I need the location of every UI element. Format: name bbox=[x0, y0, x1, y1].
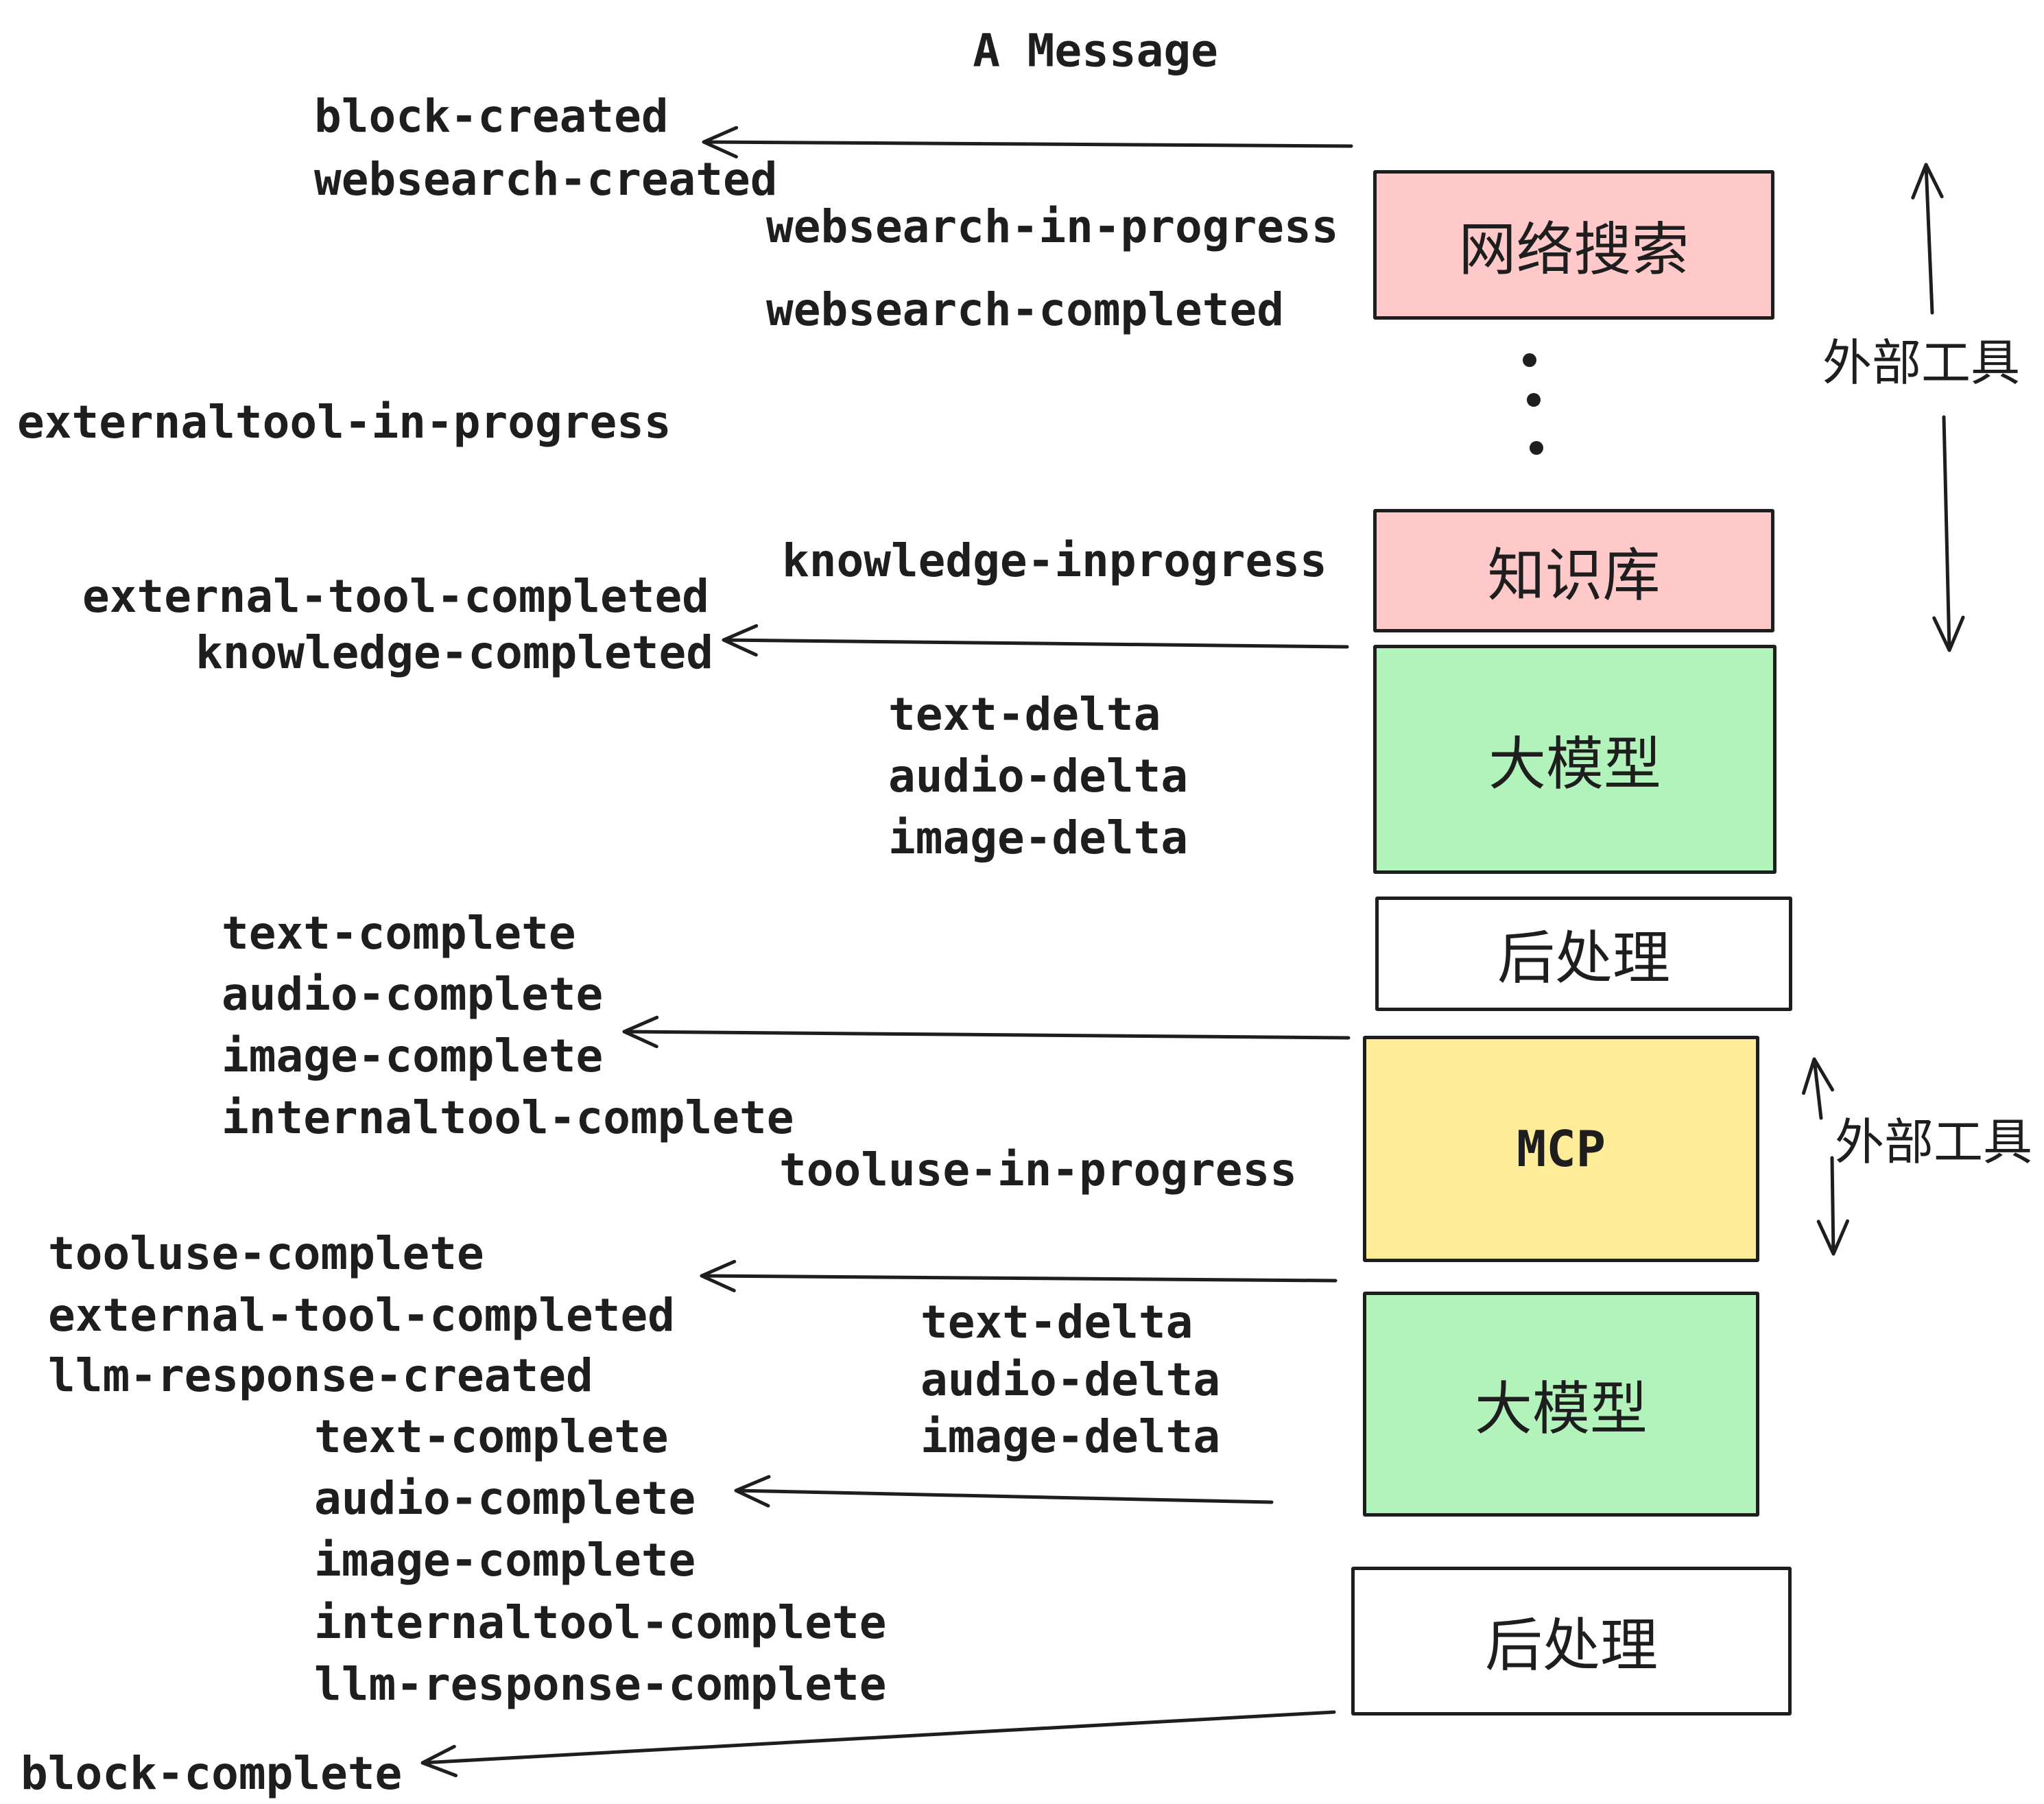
box-llm-1-label: 大模型 bbox=[1488, 731, 1661, 796]
event-internaltool-complete-2: internaltool-complete bbox=[314, 1596, 887, 1649]
event-websearch-in-progress: websearch-in-progress bbox=[766, 200, 1339, 253]
arrow-external-tools-2-down bbox=[1816, 1156, 1849, 1256]
arrow-to-knowledge-completed bbox=[722, 624, 1349, 657]
event-externaltool-in-progress: externaltool-in-progress bbox=[17, 396, 672, 449]
ellipsis-dot-3 bbox=[1530, 441, 1543, 455]
box-knowledge: 知识库 bbox=[1373, 509, 1774, 632]
ellipsis-dot-1 bbox=[1523, 353, 1536, 367]
box-postprocess-2: 后处理 bbox=[1351, 1567, 1792, 1716]
event-audio-complete-1: audio-complete bbox=[222, 968, 604, 1021]
event-audio-delta-1: audio-delta bbox=[888, 750, 1189, 803]
box-mcp: MCP bbox=[1363, 1036, 1759, 1262]
arrow-to-tooluse-complete bbox=[700, 1259, 1338, 1292]
box-websearch-label: 网络搜索 bbox=[1458, 217, 1689, 282]
event-text-complete-2: text-complete bbox=[314, 1410, 669, 1463]
arrow-external-tools-1-down bbox=[1932, 415, 1965, 652]
event-knowledge-inprogress: knowledge-inprogress bbox=[782, 534, 1327, 587]
box-knowledge-label: 知识库 bbox=[1487, 543, 1661, 608]
event-llm-response-complete: llm-response-complete bbox=[314, 1658, 887, 1711]
event-tooluse-in-progress: tooluse-in-progress bbox=[779, 1143, 1297, 1196]
event-external-tool-completed-1: external-tool-completed bbox=[82, 570, 709, 623]
annotation-external-tools-1: 外部工具 bbox=[1822, 336, 2021, 391]
box-llm-2: 大模型 bbox=[1363, 1292, 1759, 1517]
box-postprocess-2-label: 后处理 bbox=[1484, 1613, 1658, 1678]
event-knowledge-completed: knowledge-completed bbox=[195, 626, 713, 679]
box-llm-1: 大模型 bbox=[1373, 645, 1776, 874]
diagram-title: A Message bbox=[973, 24, 1218, 78]
event-image-delta-1: image-delta bbox=[888, 811, 1189, 864]
box-websearch: 网络搜索 bbox=[1373, 170, 1774, 320]
ellipsis-dot-2 bbox=[1527, 393, 1541, 407]
arrow-to-block-complete bbox=[420, 1710, 1336, 1777]
arrow-to-block-created bbox=[702, 126, 1353, 158]
box-llm-2-label: 大模型 bbox=[1474, 1376, 1648, 1441]
event-text-delta-2: text-delta bbox=[920, 1296, 1193, 1349]
event-text-complete-1: text-complete bbox=[222, 907, 576, 960]
event-image-delta-2: image-delta bbox=[920, 1410, 1221, 1463]
event-image-complete-2: image-complete bbox=[314, 1534, 696, 1587]
event-audio-delta-2: audio-delta bbox=[920, 1353, 1221, 1406]
event-tooluse-complete: tooluse-complete bbox=[48, 1227, 484, 1280]
event-websearch-created: websearch-created bbox=[314, 153, 778, 206]
box-mcp-label: MCP bbox=[1516, 1120, 1606, 1178]
event-block-created: block-created bbox=[314, 90, 669, 143]
arrow-external-tools-1-up bbox=[1911, 163, 1944, 315]
event-llm-response-created: llm-response-created bbox=[48, 1349, 593, 1402]
box-postprocess-1-label: 后处理 bbox=[1497, 926, 1670, 990]
event-internaltool-complete-1: internaltool-complete bbox=[222, 1091, 794, 1144]
event-websearch-completed: websearch-completed bbox=[766, 283, 1284, 336]
event-text-delta-1: text-delta bbox=[888, 688, 1161, 741]
event-audio-complete-2: audio-complete bbox=[314, 1472, 696, 1525]
arrow-to-audio-complete bbox=[734, 1475, 1274, 1508]
box-postprocess-1: 后处理 bbox=[1375, 897, 1792, 1011]
event-block-complete: block-complete bbox=[21, 1747, 403, 1800]
arrow-external-tools-2-up bbox=[1802, 1057, 1834, 1120]
annotation-external-tools-2: 外部工具 bbox=[1835, 1115, 2033, 1170]
event-external-tool-completed-2: external-tool-completed bbox=[48, 1289, 675, 1342]
arrow-to-image-complete bbox=[622, 1015, 1351, 1049]
event-image-complete-1: image-complete bbox=[222, 1030, 604, 1082]
